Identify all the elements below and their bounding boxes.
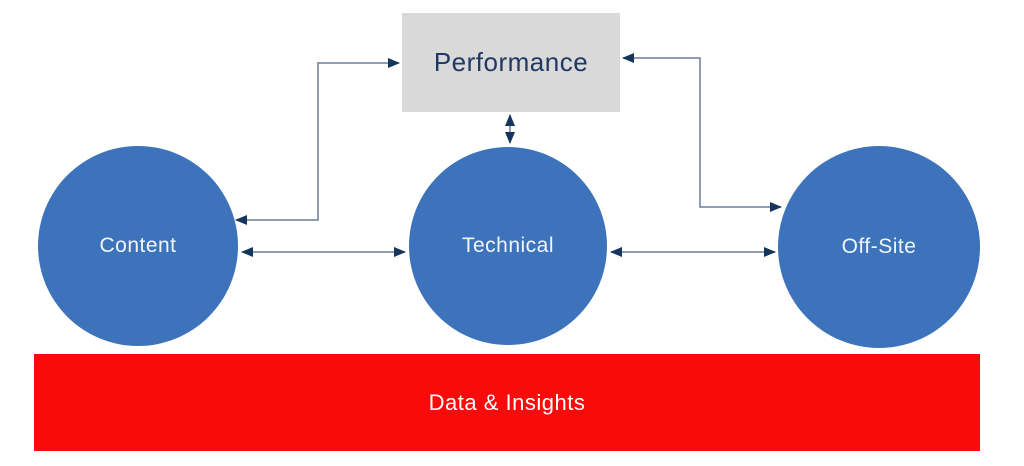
node-performance-label: Performance	[433, 47, 589, 77]
node-offsite[interactable]: Off-Site	[778, 146, 980, 348]
node-performance[interactable]: Performance	[402, 13, 620, 112]
connector-content-performance	[235, 58, 400, 225]
node-content-label: Content	[99, 234, 177, 257]
node-data-insights-label: Data & Insights	[428, 389, 586, 415]
node-content[interactable]: Content	[38, 146, 238, 346]
connector-performance-offsite	[622, 53, 782, 212]
node-data-insights[interactable]: Data & Insights	[34, 354, 980, 451]
node-offsite-label: Off-Site	[841, 235, 917, 258]
node-technical-label: Technical	[461, 234, 555, 257]
node-technical[interactable]: Technical	[409, 147, 607, 345]
